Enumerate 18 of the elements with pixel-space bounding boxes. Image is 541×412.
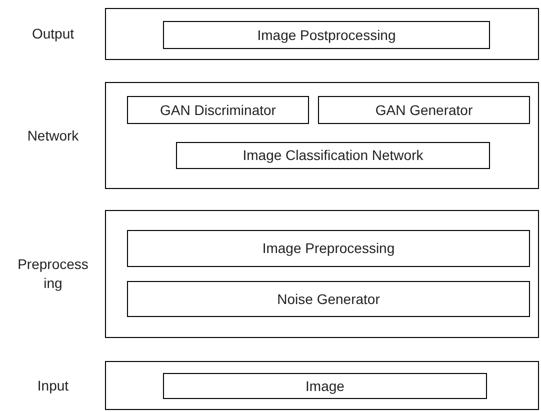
process-box (163, 373, 487, 399)
box-label: Image (306, 376, 344, 396)
box-label: GAN Generator (375, 100, 473, 120)
box-label: Image Classification Network (242, 146, 424, 165)
box-label: GAN Discriminator (160, 100, 276, 120)
layer-label: Preprocess ing (16, 255, 90, 293)
process-box (127, 281, 530, 317)
box-label: Noise Generator (277, 290, 380, 308)
process-box (127, 96, 309, 124)
box-label: Image Preprocessing (262, 239, 395, 258)
layer-label: Input (36, 376, 70, 395)
layer-label: Output (30, 24, 76, 44)
process-box (127, 230, 530, 267)
process-box (163, 21, 490, 49)
layer-label: Network (26, 126, 80, 145)
process-box (318, 96, 530, 124)
box-label: Image Postprocessing (257, 26, 396, 45)
process-box (176, 142, 490, 169)
